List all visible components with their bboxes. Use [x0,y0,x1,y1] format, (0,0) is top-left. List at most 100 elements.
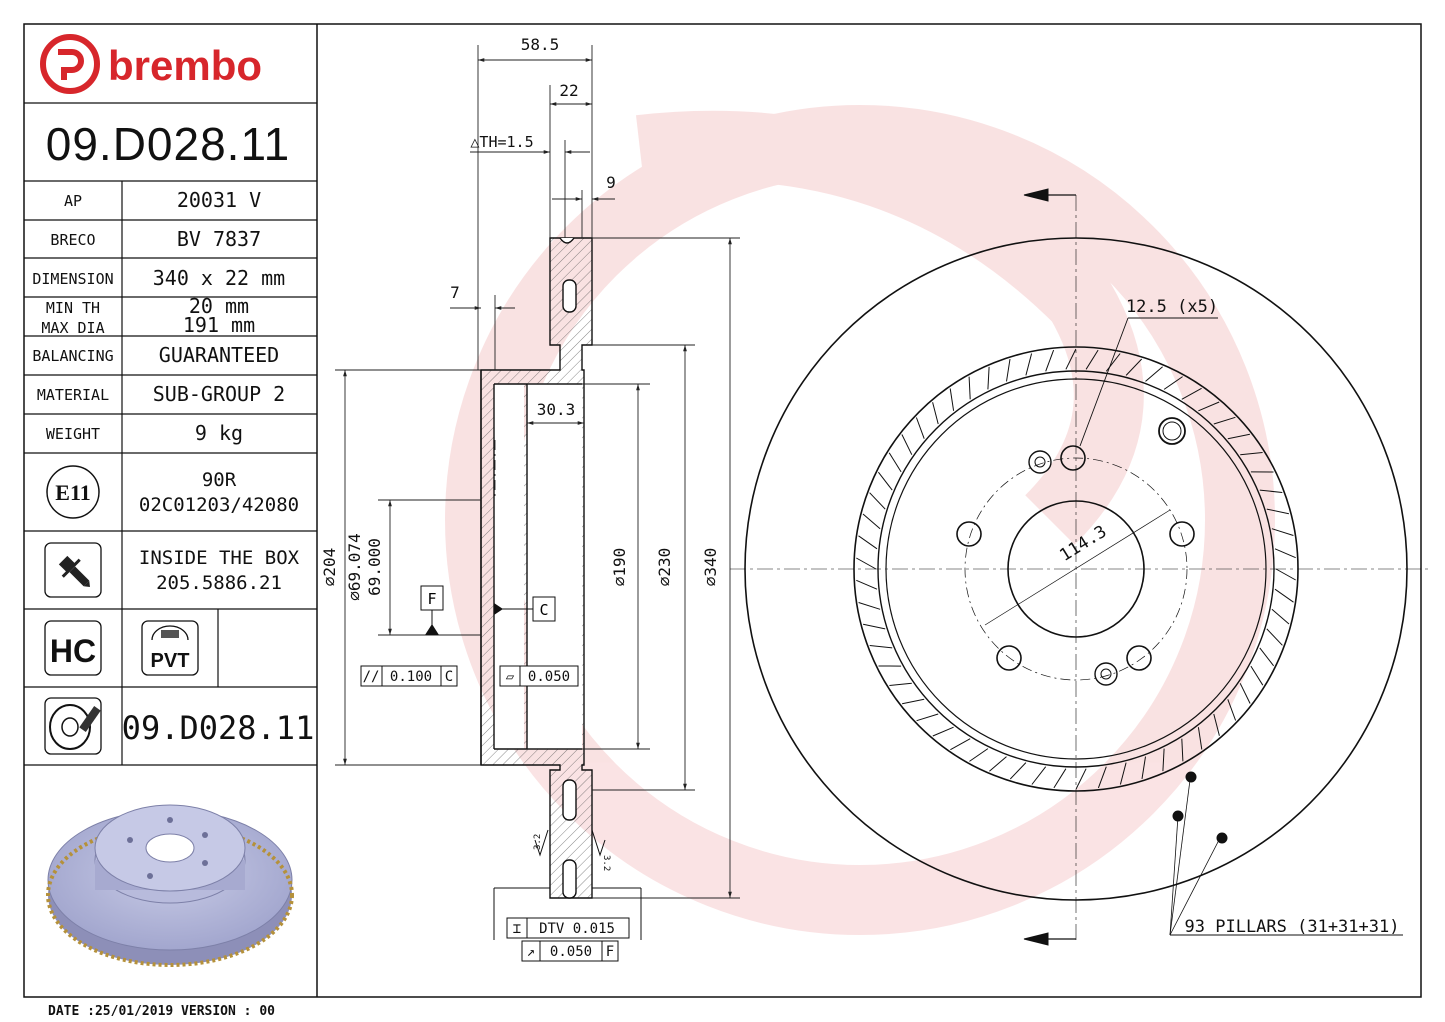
vent-pillar [1065,348,1077,370]
vent-pillar [1274,548,1296,559]
vent-pillar [950,738,971,751]
vent-pillar [1105,353,1121,372]
vent-pillar [856,557,877,570]
disc-cross-section [480,237,593,899]
datum-c: C [494,596,556,622]
svg-text:F: F [606,944,614,960]
vent-pillar [1181,387,1202,400]
section-dimension-labels: 58.5 22 △TH=1.5 9 7 30.3 ⌀204 ⌀69.074 69… [320,35,720,601]
vent-pillar [901,434,913,455]
dim-dia-69-upper: ⌀69.074 [345,533,364,600]
vent-pillar [1125,358,1143,376]
vent-pillar [1213,416,1236,425]
vent-pillar [862,513,881,530]
vent-pillar [862,623,886,630]
spec-value-weight: 9 kg [195,421,243,445]
footer-date-version: DATE :25/01/2019 VERSION : 00 [48,1004,275,1019]
vent-pillar [1009,762,1027,780]
spec-label-max-dia: MAX DIA [41,319,104,337]
svg-text:0.100: 0.100 [390,669,432,685]
vent-pillar [916,713,939,722]
spec-label-dimension: DIMENSION [32,270,113,288]
screws-row: INSIDE THE BOX 205.5886.21 [44,542,300,598]
svg-text:3.2: 3.2 [601,855,611,871]
vent-pillar [1145,366,1163,382]
dim-thickness: 22 [559,81,578,100]
vent-pillar [1239,683,1251,704]
dim-dia-190: ⌀190 [610,548,629,587]
spec-value-max-dia: 191 mm [183,313,255,337]
vent-pillar [1266,628,1283,646]
vent-pillar [1162,748,1165,772]
svg-text:C: C [445,669,453,685]
vent-pillar [1045,349,1055,372]
screw-icon [58,555,90,587]
spec-value-dimension: 340 x 22 mm [153,266,285,290]
vent-pillar [1025,353,1033,376]
spec-value-breco: BV 7837 [177,227,261,251]
vent-pillar [858,535,878,550]
vent-pillar [1163,376,1183,390]
sheet-border [23,23,1422,998]
section-dimensions [335,45,740,899]
dim-dia-204: ⌀204 [320,548,339,587]
svg-text:0.050: 0.050 [550,944,592,960]
vent-pillar [1097,766,1107,789]
vent-pillar [1274,588,1294,603]
vent-pillar [1275,568,1296,581]
vent-pillar [1227,699,1237,721]
e11-badge-circle [46,465,100,519]
vent-pillar [858,602,881,610]
pvt-arc-icon [151,625,189,641]
datum-f: F [420,585,444,635]
pillars-callout: 93 PILLARS (31+31+31) [1185,917,1400,937]
spec-label-weight: WEIGHT [46,425,100,443]
brembo-watermark [445,105,1275,935]
vent-pillar [1031,766,1047,785]
vent-pillar [1271,528,1294,536]
dim-cheek: 9 [606,173,616,192]
vent-pillar [949,388,955,411]
spec-value-min-th: 20 mm [189,294,249,318]
vent-pillar [878,471,893,491]
surface-roughness-marks: 3.2 3.2 [533,829,611,871]
homologation-number: 02C01203/42080 [139,494,299,516]
vent-pillar [902,698,925,705]
dim-dia-340: ⌀340 [701,548,720,587]
homologation-row: E11 90R 02C01203/42080 [46,465,299,519]
vent-pillar [1213,713,1220,736]
parallelism-tolerance: // 0.100 C [360,665,458,687]
spec-label-breco: BRECO [50,231,95,249]
svg-text:DTV 0.015: DTV 0.015 [539,921,615,937]
vent-pillar [1266,508,1290,515]
vent-pillar [869,645,893,649]
svg-text:▱: ▱ [506,669,515,685]
vent-pillar [1141,756,1146,779]
disc-with-pads-icon [49,704,101,750]
svg-text:C: C [539,601,548,619]
disc-3d-render [46,804,294,967]
homologation-code: 90R [202,469,237,491]
vent-pillar [1075,768,1087,790]
spec-label-material: MATERIAL [37,386,109,404]
spec-value-material: SUB-GROUP 2 [153,382,285,406]
vent-pillar [869,492,886,510]
vent-pillar [1198,401,1220,412]
vent-pillar [1197,727,1203,750]
vent-pillar [1250,665,1264,686]
vent-pillar [932,726,954,737]
dim-hat-depth: 30.3 [537,400,576,419]
vent-pillar [1053,768,1067,789]
runout-tolerance: ↗ 0.050 F [521,940,619,962]
vent-pillar [888,452,902,473]
spec-label-ap: AP [64,192,82,210]
vent-pillar [969,748,989,762]
screws-note: INSIDE THE BOX [139,547,300,569]
spec-rows: AP 20031 V BRECO BV 7837 DIMENSION 340 x… [32,188,285,445]
disc-part-number: 09.D028.11 [122,709,315,747]
dtv-tolerance: ⌶ DTV 0.015 [493,887,642,940]
disc-front-view [730,188,1430,946]
dim-overall-height: 58.5 [521,35,560,54]
svg-text:0.050: 0.050 [528,669,570,685]
vent-pillar [1240,452,1263,456]
